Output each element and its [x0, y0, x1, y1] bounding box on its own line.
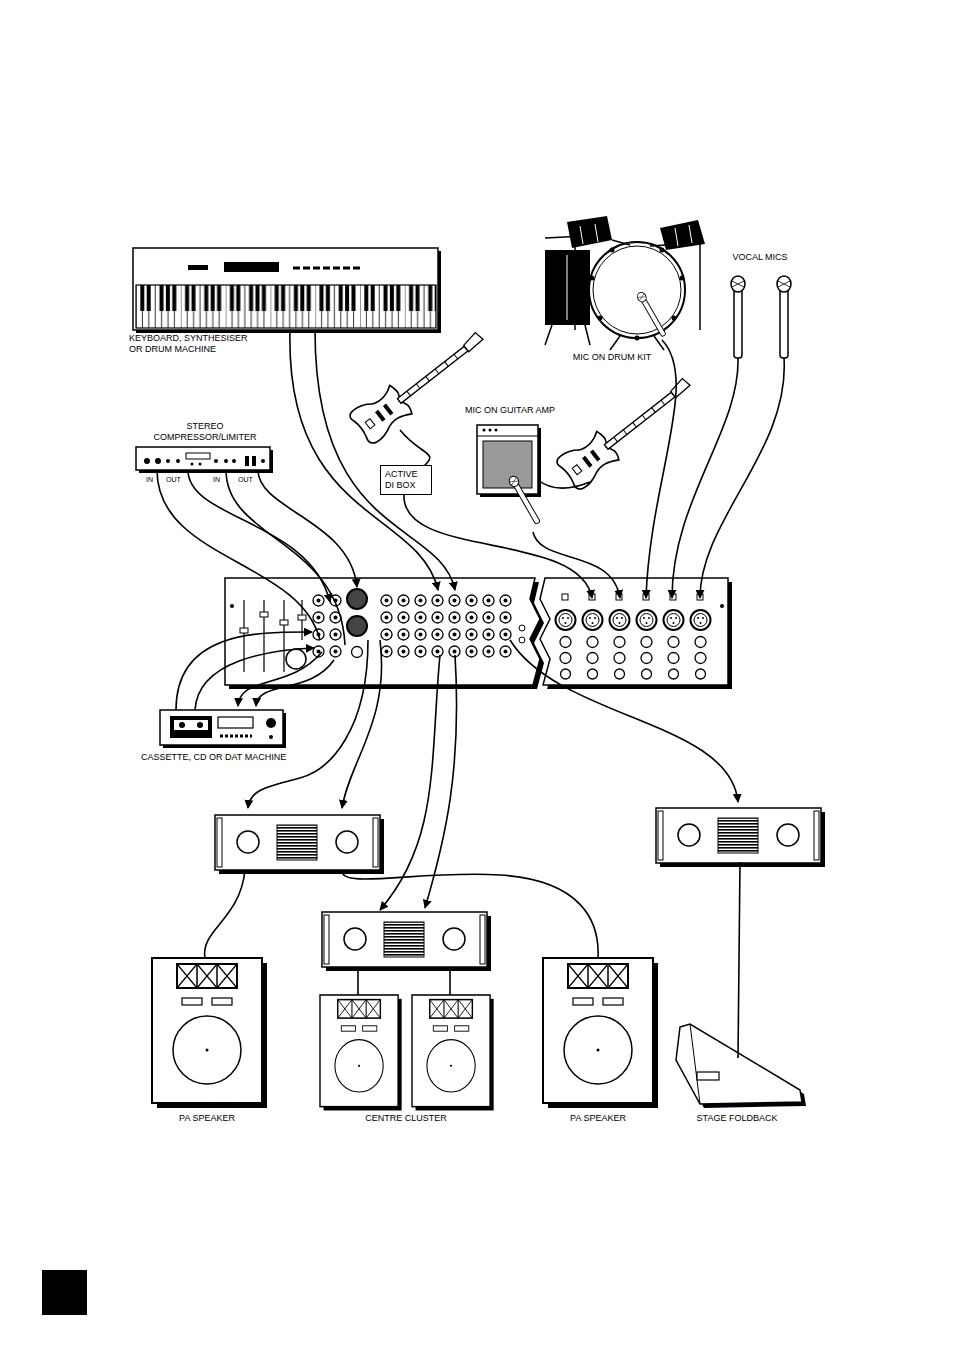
- compressor-drawing: [136, 447, 273, 473]
- foldback-wedge-drawing: [676, 1024, 806, 1108]
- speaker-label: PA SPEAKER: [150, 1113, 264, 1124]
- cluster-label: CENTRE CLUSTER: [320, 1113, 492, 1124]
- guitar-drawing: [555, 366, 700, 491]
- node-text: KEYBOARD, SYNTHESISER OR DRUM MACHINE: [129, 333, 254, 355]
- port-label: OUT: [237, 476, 254, 484]
- guitar-drawing: [348, 320, 493, 445]
- cassette-label: CASSETTE, CD OR DAT MACHINE: [141, 752, 321, 763]
- node-text: STEREO COMPRESSOR/LIMITER: [150, 421, 260, 443]
- compressor-label: STEREO COMPRESSOR/LIMITER: [150, 421, 260, 443]
- page-marker: [42, 1270, 87, 1315]
- mixing-desk-drawing: [225, 578, 732, 689]
- drum-kit-label: MIC ON DRUM KIT: [557, 352, 667, 363]
- node-text: VOCAL MICS: [715, 252, 805, 263]
- di-box: ACTIVE DI BOX: [380, 465, 432, 495]
- node-text: STAGE FOLDBACK: [670, 1113, 804, 1124]
- port-label: IN: [212, 476, 221, 484]
- node-text: MIC ON DRUM KIT: [557, 352, 667, 363]
- port-label: IN: [145, 476, 154, 484]
- speaker-label: PA SPEAKER: [541, 1113, 655, 1124]
- port-label: OUT: [165, 476, 182, 484]
- cassette-machine-drawing: [160, 710, 286, 748]
- drum-kit-drawing: [545, 216, 705, 350]
- pa-speaker-drawing: [152, 958, 267, 1108]
- vocal-mics-label: VOCAL MICS: [715, 252, 805, 263]
- keyboard-drawing: [133, 248, 441, 333]
- node-text: MIC ON GUITAR AMP: [455, 405, 565, 416]
- pa-speaker-drawing: [543, 958, 658, 1108]
- power-amp-drawing: [322, 912, 491, 971]
- guitar-amp-label: MIC ON GUITAR AMP: [455, 405, 565, 416]
- node-text: PA SPEAKER: [541, 1113, 655, 1124]
- power-amp-drawing: [656, 808, 825, 867]
- node-text: CASSETTE, CD OR DAT MACHINE: [141, 752, 321, 763]
- guitar-amp-drawing: [477, 425, 542, 525]
- node-text: ACTIVE DI BOX: [385, 469, 427, 491]
- cluster-speaker-drawing: [412, 995, 494, 1111]
- cluster-speaker-drawing: [320, 995, 402, 1111]
- keyboard-label: KEYBOARD, SYNTHESISER OR DRUM MACHINE: [129, 333, 254, 355]
- node-text: PA SPEAKER: [150, 1113, 264, 1124]
- power-amp-drawing: [215, 815, 384, 874]
- foldback-label: STAGE FOLDBACK: [670, 1113, 804, 1124]
- node-text: CENTRE CLUSTER: [320, 1113, 492, 1124]
- vocal-mic-drawing: [731, 276, 791, 358]
